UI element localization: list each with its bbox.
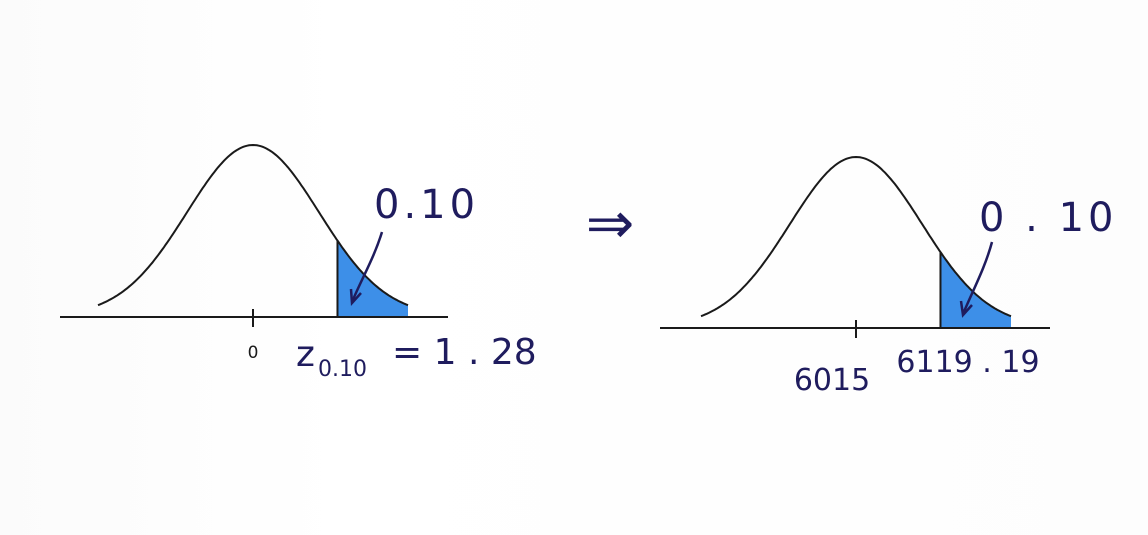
- left-pointer-arrow: [350, 231, 384, 303]
- right-pointer-arrow: [961, 241, 994, 315]
- left-bell-curve: [97, 143, 409, 307]
- right-bell-curve: [700, 155, 1012, 318]
- left-tail-area-label: 0.10: [374, 182, 479, 228]
- right-pointer-arrowhead: [959, 300, 973, 318]
- z-subscript: 0.10: [318, 357, 367, 382]
- right-tail-area-label: 0 . 10: [979, 195, 1118, 241]
- z-value: = 1 . 28: [392, 332, 537, 373]
- left-normal-diagram: 0 0.10 z 0.10 = 1 . 28: [60, 143, 537, 382]
- right-normal-diagram: 0 . 10 6015 6119 . 19: [660, 155, 1118, 398]
- z-symbol: z: [296, 334, 315, 375]
- right-shaded-tail: [940, 252, 1011, 327]
- right-mean-label: 6015: [794, 363, 870, 398]
- left-pointer-arrowhead: [349, 288, 362, 307]
- left-shaded-tail: [337, 240, 408, 316]
- left-center-tick-label: 0: [248, 343, 259, 363]
- right-cutoff-label: 6119 . 19: [896, 345, 1039, 380]
- implies-arrow-icon: ⇒: [586, 189, 635, 257]
